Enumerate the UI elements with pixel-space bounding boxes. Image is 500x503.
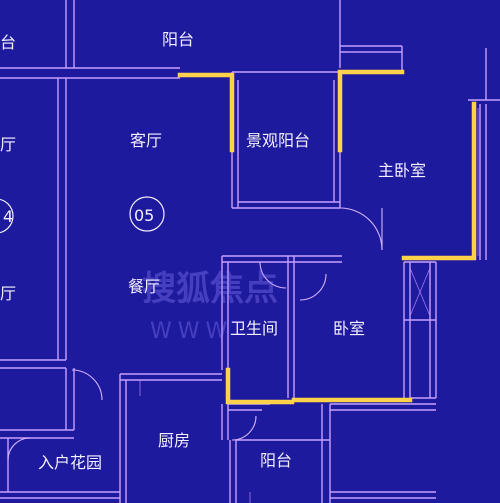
- label-balcony-bottom: 阳台: [260, 451, 292, 470]
- unit-circle: [129, 196, 165, 232]
- label-unit-number: 05: [134, 206, 154, 225]
- label-left-top: 台: [0, 33, 16, 52]
- svg-text:WWW: WWW: [150, 319, 233, 344]
- room-labels: 台 阳台 厅 客厅 景观阳台 主卧室 4 05 厅 餐厅 卫生间 卧室 厨房 入…: [0, 30, 426, 472]
- label-entry-garden: 入户花园: [38, 453, 102, 472]
- label-living: 客厅: [130, 131, 162, 150]
- left-unit-circle: [0, 198, 14, 234]
- label-balcony-top: 阳台: [162, 30, 194, 49]
- label-left-living: 厅: [0, 135, 16, 154]
- label-view-balcony: 景观阳台: [246, 131, 310, 150]
- label-bedroom: 卧室: [333, 319, 365, 338]
- label-dining: 餐厅: [128, 277, 160, 296]
- watermark: 搜狐焦点 WWW: [142, 269, 278, 344]
- doors-windows: [7, 51, 479, 503]
- svg-text:搜狐焦点: 搜狐焦点: [142, 269, 278, 309]
- label-master-bedroom: 主卧室: [378, 161, 426, 180]
- label-left-unit: 4: [3, 207, 13, 226]
- label-left-dining: 厅: [0, 284, 16, 303]
- label-bathroom: 卫生间: [230, 319, 278, 338]
- highlighted-walls: [177, 69, 477, 405]
- label-kitchen: 厨房: [158, 431, 190, 450]
